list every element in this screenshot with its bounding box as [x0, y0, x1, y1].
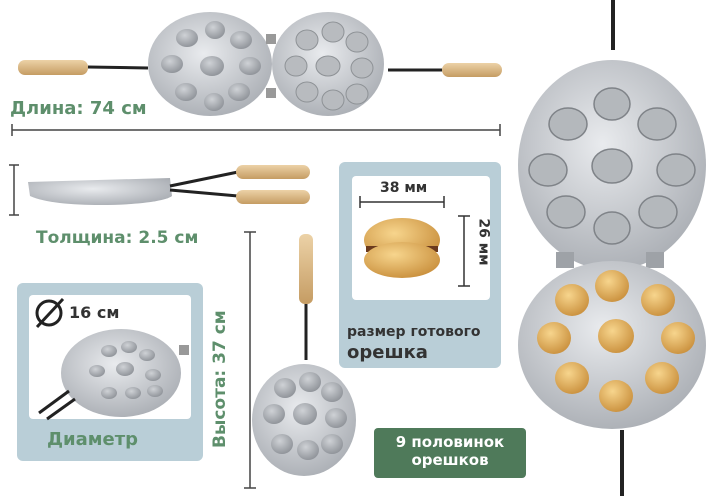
right-wood-handle: [442, 63, 502, 77]
baked-nut-halves: [537, 270, 695, 412]
diameter-label: Диаметр: [47, 429, 139, 450]
diameter-inner: 16 см: [29, 295, 191, 421]
diameter-value: 16 см: [69, 303, 120, 322]
cookie-size-inner: 38 мм 26 мм: [352, 176, 492, 300]
left-wood-handle: [18, 60, 88, 75]
cookie-caption-line2: орешка: [347, 342, 428, 363]
halves-count-badge: 9 половинок орешков: [374, 428, 526, 478]
diameter-illustration: [35, 297, 189, 421]
cookie-caption-line1: размер готового: [347, 324, 481, 340]
vertical-wood-handle: [299, 234, 313, 304]
badge-line2: орешков: [411, 451, 489, 469]
mold-side-view: [28, 178, 172, 206]
cookie-height-label: 26 мм: [475, 218, 492, 266]
diameter-icon: [35, 299, 63, 327]
height-label: Высота: 37 см: [210, 310, 230, 448]
cookie-size-panel: 38 мм 26 мм размер готового орешка: [339, 162, 501, 368]
badge-line1: 9 половинок: [395, 433, 505, 451]
thickness-label: Толщина: 2.5 см: [36, 228, 199, 248]
diameter-panel: 16 см Диаметр: [17, 283, 203, 461]
length-label: Длина: 74 см: [10, 98, 147, 119]
cookie-illustration: [359, 196, 470, 287]
cookie-width-label: 38 мм: [380, 180, 428, 196]
